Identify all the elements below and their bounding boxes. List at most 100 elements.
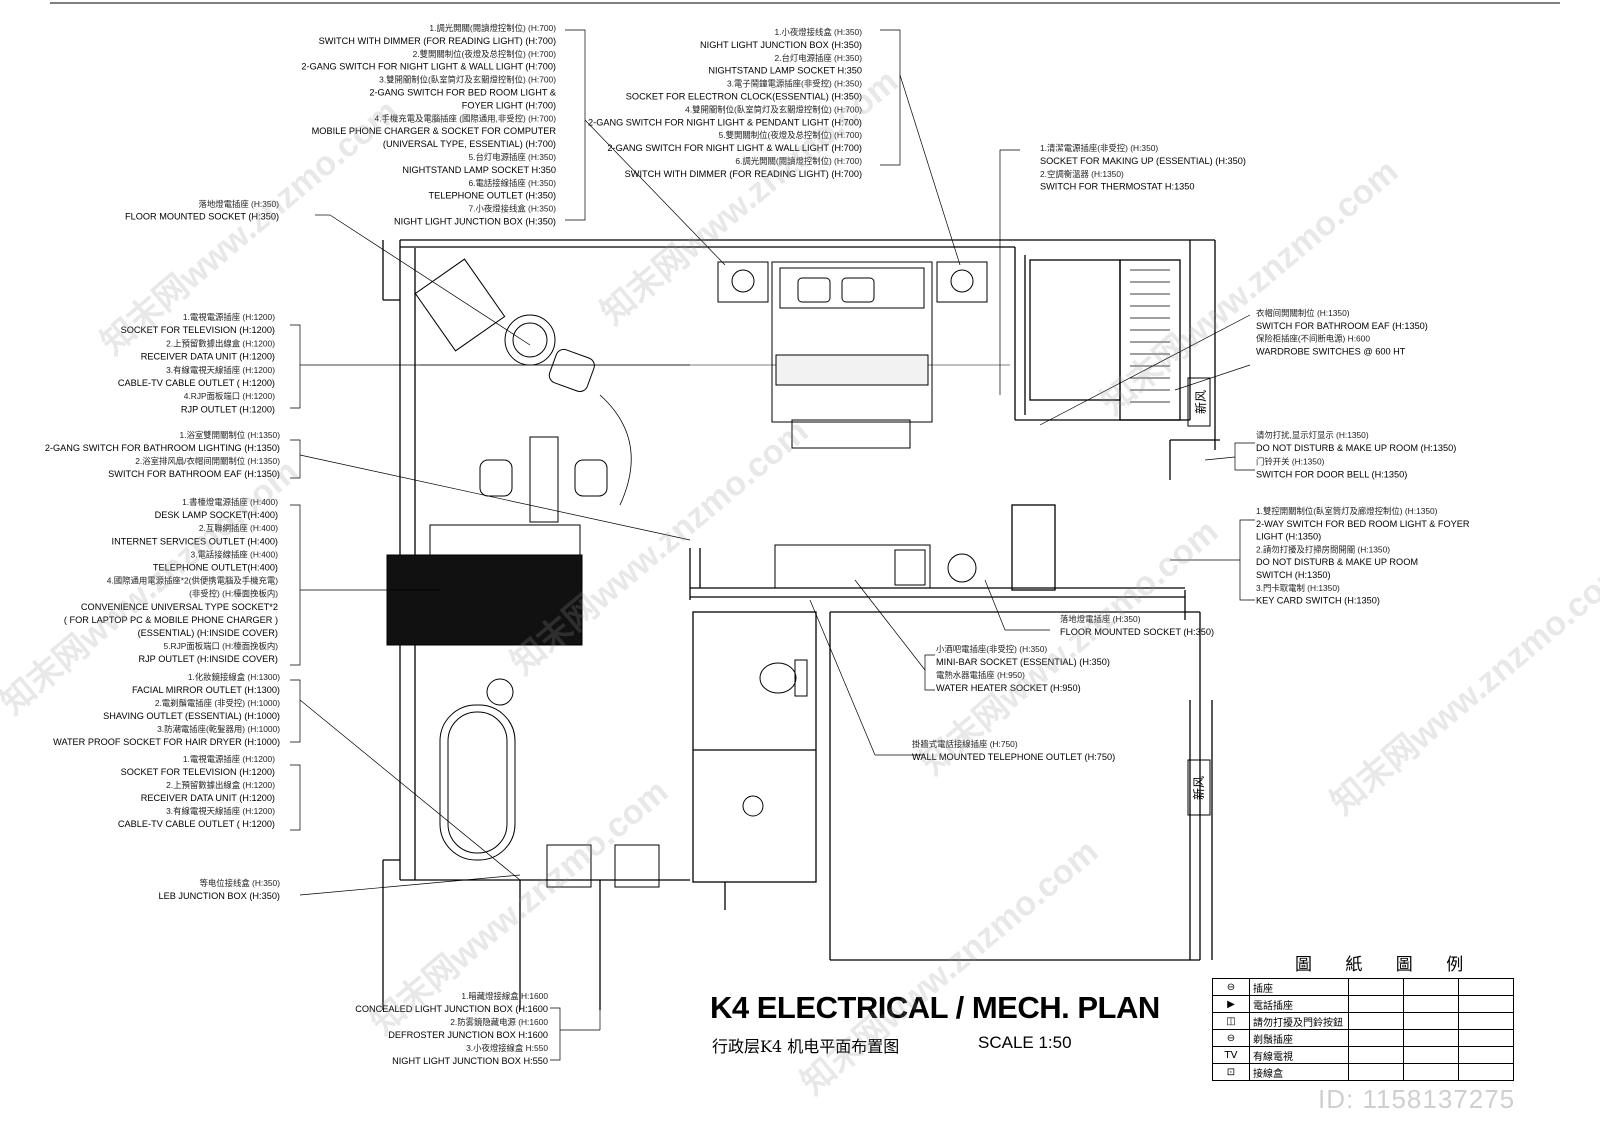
callout-en: RJP OUTLET (H:1200): [181, 404, 275, 414]
callout-en: TELEPHONE OUTLET(H:400): [153, 563, 278, 573]
callout-cn: 1.浴室雙開關制位 (H:1350): [179, 430, 280, 440]
callout-cn: 小酒吧電插座(非受控) (H:350): [936, 644, 1047, 654]
drawing-scale: SCALE 1:50: [978, 1033, 1072, 1052]
callout-cn: 请勿打扰,显示灯显示 (H:1350): [1256, 430, 1369, 440]
legend-cell: [1348, 1063, 1404, 1081]
callout-cn: 5.RJP面板端口 (H:檯面挽板内): [164, 641, 279, 651]
callout-cn: 3.雙開關制位(臥室筒灯及玄關燈控制位) (H:700): [379, 75, 556, 85]
callout-en: SOCKET FOR ELECTRON CLOCK(ESSENTIAL) (H:…: [626, 92, 862, 102]
legend-name: 請勿打擾及門鈴按鈕: [1249, 1012, 1349, 1030]
callout-cn: 衣帽间開關制位 (H:1350): [1256, 308, 1350, 318]
callout-en: FACIAL MIRROR OUTLET (H:1300): [132, 685, 280, 695]
callout-cn: 3.有線電視天線插座 (H:1200): [166, 365, 275, 375]
callout-en: LIGHT (H:1350): [1256, 532, 1321, 542]
legend-cell: [1348, 1046, 1404, 1064]
callout-en: SHAVING OUTLET (ESSENTIAL) (H:1000): [103, 711, 280, 721]
legend-row: ⊡接線盒: [1212, 1063, 1514, 1081]
callout-cn: 1.調光開關(閱讀燈控制位) (H:700): [429, 23, 556, 33]
legend-name: 有線電視: [1249, 1046, 1349, 1064]
callout-en: 2-GANG SWITCH FOR BED ROOM LIGHT &: [369, 88, 556, 98]
legend-cell: [1403, 1012, 1459, 1030]
furniture: [386, 258, 1170, 888]
callout-cn: 7.小夜燈接线盒 (H:350): [469, 204, 557, 214]
callout-en: FLOOR MOUNTED SOCKET (H:350): [1060, 627, 1214, 637]
callout-en: SOCKET FOR TELEVISION (H:1200): [121, 325, 275, 335]
callout-en: CABLE-TV CABLE OUTLET ( H:1200): [118, 378, 275, 388]
legend-name: 剃鬚插座: [1249, 1029, 1349, 1047]
callout-en: CONVENIENCE UNIVERSAL TYPE SOCKET*2: [81, 602, 278, 612]
callout-en: (UNIVERSAL TYPE, ESSENTIAL) (H:700): [383, 139, 556, 149]
legend-cell: [1458, 1012, 1514, 1030]
callout-cn: 5.台灯电源插座 (H:350): [469, 152, 557, 162]
callout-cn: 1.暗藏燈接線盒 H:1600: [461, 991, 548, 1001]
id-tag: ID: 1158137275: [1318, 1084, 1516, 1114]
callout-cn: 3.有線電視天線插座 (H:1200): [166, 806, 275, 816]
callout-en: SWITCH FOR THERMOSTAT H:1350: [1040, 182, 1195, 192]
callout-en: MOBILE PHONE CHARGER & SOCKET FOR COMPUT…: [312, 126, 557, 136]
callout-cn: 3.小夜燈接線盒 H:550: [466, 1043, 548, 1053]
callout-en: ( FOR LAPTOP PC & MOBILE PHONE CHARGER ): [64, 615, 278, 625]
callout-en: SWITCH FOR BATHROOM EAF (H:1350): [1256, 321, 1428, 331]
callout-en: DESK LAMP SOCKET(H:400): [155, 510, 278, 520]
callout-en: RECEIVER DATA UNIT (H:1200): [141, 352, 275, 362]
callout-cn: 1.化妝鏡接線盒 (H:1300): [188, 672, 280, 682]
callout-en: INTERNET SERVICES OUTLET (H:400): [112, 536, 278, 546]
callout-cn: 掛牆式電話接線插座 (H:750): [912, 739, 1018, 749]
legend-cell: [1403, 1046, 1459, 1064]
callout-en: CONCEALED LIGHT JUNCTION BOX (H:1600: [355, 1004, 548, 1014]
legend-cell: [1458, 1029, 1514, 1047]
callout-en: 2-GANG SWITCH FOR NIGHT LIGHT & WALL LIG…: [607, 143, 862, 153]
fresh-air-box-2: 新风: [1187, 759, 1211, 816]
callout-cn: 落地燈電插座 (H:350): [198, 199, 279, 209]
legend-symbol: ⊖: [1212, 1029, 1250, 1047]
callout-en: SOCKET FOR MAKING UP (ESSENTIAL) (H:350): [1040, 156, 1246, 166]
callout-en: FLOOR MOUNTED SOCKET (H:350): [125, 212, 279, 222]
legend-cell: [1403, 1029, 1459, 1047]
callout-en: 2-GANG SWITCH FOR NIGHT LIGHT & WALL LIG…: [301, 62, 556, 72]
callout-cn: (非受控) (H:檯面挽板内): [189, 589, 278, 599]
callout-cn: 4.國際通用電源插座*2(供便携電腦及手機充電): [107, 576, 278, 586]
legend-cell: [1458, 1063, 1514, 1081]
legend-name: 插座: [1249, 978, 1349, 996]
callout-cn: 保险柜插座(不间断电源) H:600: [1256, 334, 1370, 344]
callout-en: SWITCH WITH DIMMER (FOR READING LIGHT) (…: [625, 169, 862, 179]
callout-en: TELEPHONE OUTLET (H:350): [429, 191, 556, 201]
legend-row: ⊖插座: [1212, 978, 1514, 996]
legend-cell: [1348, 995, 1404, 1013]
callout-cn: 等电位接线盒 (H:350): [199, 878, 280, 888]
callout-cn: 2.互聯網插座 (H:400): [199, 523, 278, 533]
callout-en: NIGHTSTAND LAMP SOCKET H:350: [708, 66, 862, 76]
callout-en: DEFROSTER JUNCTION BOX H:1600: [388, 1030, 548, 1040]
bed: [771, 261, 933, 423]
callout-en: SWITCH WITH DIMMER (FOR READING LIGHT) (…: [319, 36, 556, 46]
callout-cn: 3.電子鬧鐘電源插座(非受控) (H:350): [727, 79, 862, 89]
callout-cn: 1.雙控開關制位(臥室筒灯及廊燈控制位) (H:1350): [1256, 506, 1438, 516]
callout-cn: 1.電視電源插座 (H:1200): [183, 312, 275, 322]
legend-name: 電話插座: [1249, 995, 1349, 1013]
callout-cn: 4.RJP面板端口 (H:1200): [184, 391, 275, 401]
callout-cn: 4.手機充電及電腦插座 (國際通用,非受控) (H:700): [375, 113, 557, 123]
callout-cn: 2.防雾鏡隐藏电源 (H:1600: [450, 1017, 548, 1027]
legend-symbol: ◫: [1212, 1012, 1250, 1030]
legend-symbol: ⊡: [1212, 1063, 1250, 1081]
legend-cell: [1348, 1029, 1404, 1047]
callout-cn: 6.調光開關(閱讀燈控制位) (H:700): [735, 156, 862, 166]
legend-cell: [1458, 995, 1514, 1013]
drawing-title: K4 ELECTRICAL / MECH. PLAN: [710, 990, 1160, 1025]
legend-row: ▶電話插座: [1212, 995, 1514, 1013]
callout-cn: 2.電剃鬚電插座 (非受控) (H:1000): [155, 698, 280, 708]
callout-en: LEB JUNCTION BOX (H:350): [158, 891, 280, 901]
callout-en: RJP OUTLET (H:INSIDE COVER): [138, 654, 278, 664]
callout-en: 2-GANG SWITCH FOR NIGHT LIGHT & PENDANT …: [588, 117, 862, 127]
fan-label-1: 新风: [1193, 390, 1208, 414]
legend-cell: [1348, 1012, 1404, 1030]
callout-en: (ESSENTIAL) (H:INSIDE COVER): [138, 628, 278, 638]
callout-en: CABLE-TV CABLE OUTLET ( H:1200): [118, 819, 275, 829]
callout-en: WATER PROOF SOCKET FOR HAIR DRYER (H:100…: [53, 737, 280, 747]
callout-en: WARDROBE SWITCHES @ 600 HT: [1256, 346, 1406, 356]
legend-cell: [1403, 1063, 1459, 1081]
callout-cn: 3.門卡取電制 (H:1350): [1256, 583, 1340, 593]
callout-en: SOCKET FOR TELEVISION (H:1200): [121, 767, 275, 777]
callout-en: KEY CARD SWITCH (H:1350): [1256, 596, 1380, 606]
